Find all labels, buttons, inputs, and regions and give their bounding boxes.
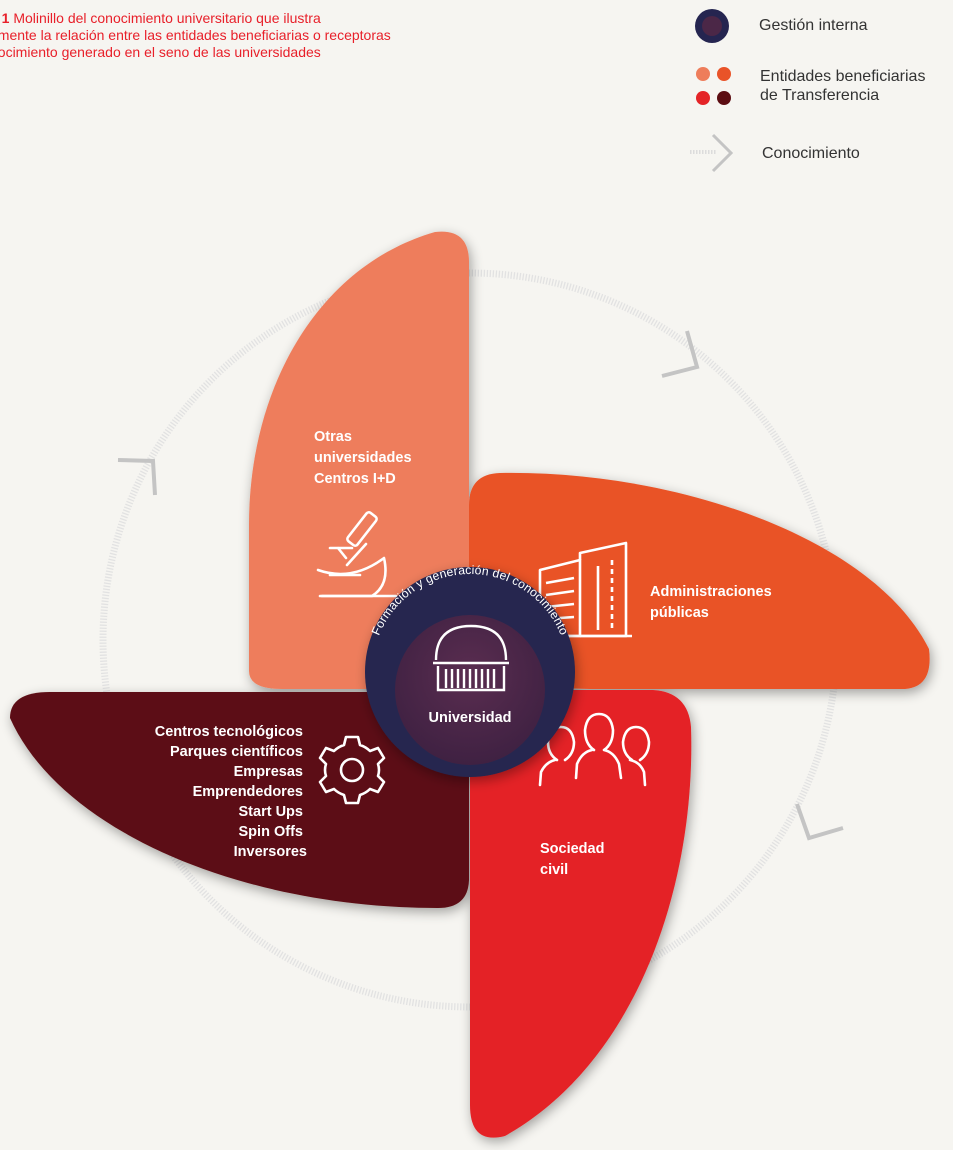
sociedad-line-1: Sociedad xyxy=(540,841,604,857)
legend-dot-sociedad xyxy=(696,91,710,105)
otras-line-1: Otras xyxy=(314,429,352,445)
microscope-icon xyxy=(316,511,398,598)
knowledge-arrow-right xyxy=(795,803,844,841)
figure-caption: a 1 Molinillo del conocimiento universit… xyxy=(0,10,550,61)
centros-line-3: Empresas xyxy=(234,764,303,780)
legend-beneficiaries-line-2: de Transferencia xyxy=(760,87,880,104)
otras-label: Otras universidades Centros I+D xyxy=(314,429,416,487)
legend-dot-otras xyxy=(696,67,710,81)
legend-internal-label: Gestión interna xyxy=(759,17,868,34)
caption-line-2: amente la relación entre las entidades b… xyxy=(0,27,391,43)
legend-symbols xyxy=(690,9,734,173)
legend-knowledge-arrow xyxy=(711,133,734,173)
otras-line-3: Centros I+D xyxy=(314,471,396,487)
centros-line-1: Centros tecnológicos xyxy=(155,724,303,740)
sociedad-line-2: civil xyxy=(540,862,568,878)
administraciones-line-2: públicas xyxy=(650,605,709,621)
petal-otras-universidades xyxy=(249,231,469,689)
knowledge-arrow-left xyxy=(117,458,157,496)
legend-dot-centros xyxy=(717,91,731,105)
administraciones-label: Administraciones públicas xyxy=(650,584,776,621)
centros-line-7: Inversores xyxy=(234,844,307,860)
centros-line-2: Parques científicos xyxy=(170,744,303,760)
people-icon xyxy=(538,712,651,787)
centros-line-6: Spin Offs xyxy=(239,824,303,840)
building-icon xyxy=(535,541,632,638)
gear-icon xyxy=(318,735,386,805)
otras-line-2: universidades xyxy=(314,450,412,466)
university-hub: Formación y generación del conocimiento … xyxy=(365,563,575,777)
legend-beneficiaries-label: Entidades beneficiarias de Transferencia xyxy=(760,67,925,105)
sociedad-label: Sociedad civil xyxy=(540,841,609,878)
knowledge-arrow-top-right xyxy=(661,330,700,378)
legend-knowledge-label: Conocimiento xyxy=(762,145,860,162)
petal-sociedad-civil xyxy=(470,690,692,1138)
legend-dot-administraciones xyxy=(717,67,731,81)
centros-line-5: Start Ups xyxy=(239,804,303,820)
centros-line-4: Emprendedores xyxy=(193,784,303,800)
university-dome-icon xyxy=(433,624,509,692)
caption-line-3: nocimiento generado en el seno de las un… xyxy=(0,44,321,60)
petals xyxy=(10,231,930,1138)
caption-prefix: a 1 xyxy=(0,10,10,26)
caption-line-1: Molinillo del conocimiento universitario… xyxy=(13,10,321,26)
administraciones-line-1: Administraciones xyxy=(650,584,772,600)
centros-label: Centros tecnológicos Parques científicos… xyxy=(155,724,307,860)
hub-label: Universidad xyxy=(429,710,512,726)
petal-centros-tecnologicos xyxy=(10,692,469,908)
legend-internal-dot-core xyxy=(702,16,722,36)
legend-beneficiaries-line-1: Entidades beneficiarias xyxy=(760,68,926,85)
